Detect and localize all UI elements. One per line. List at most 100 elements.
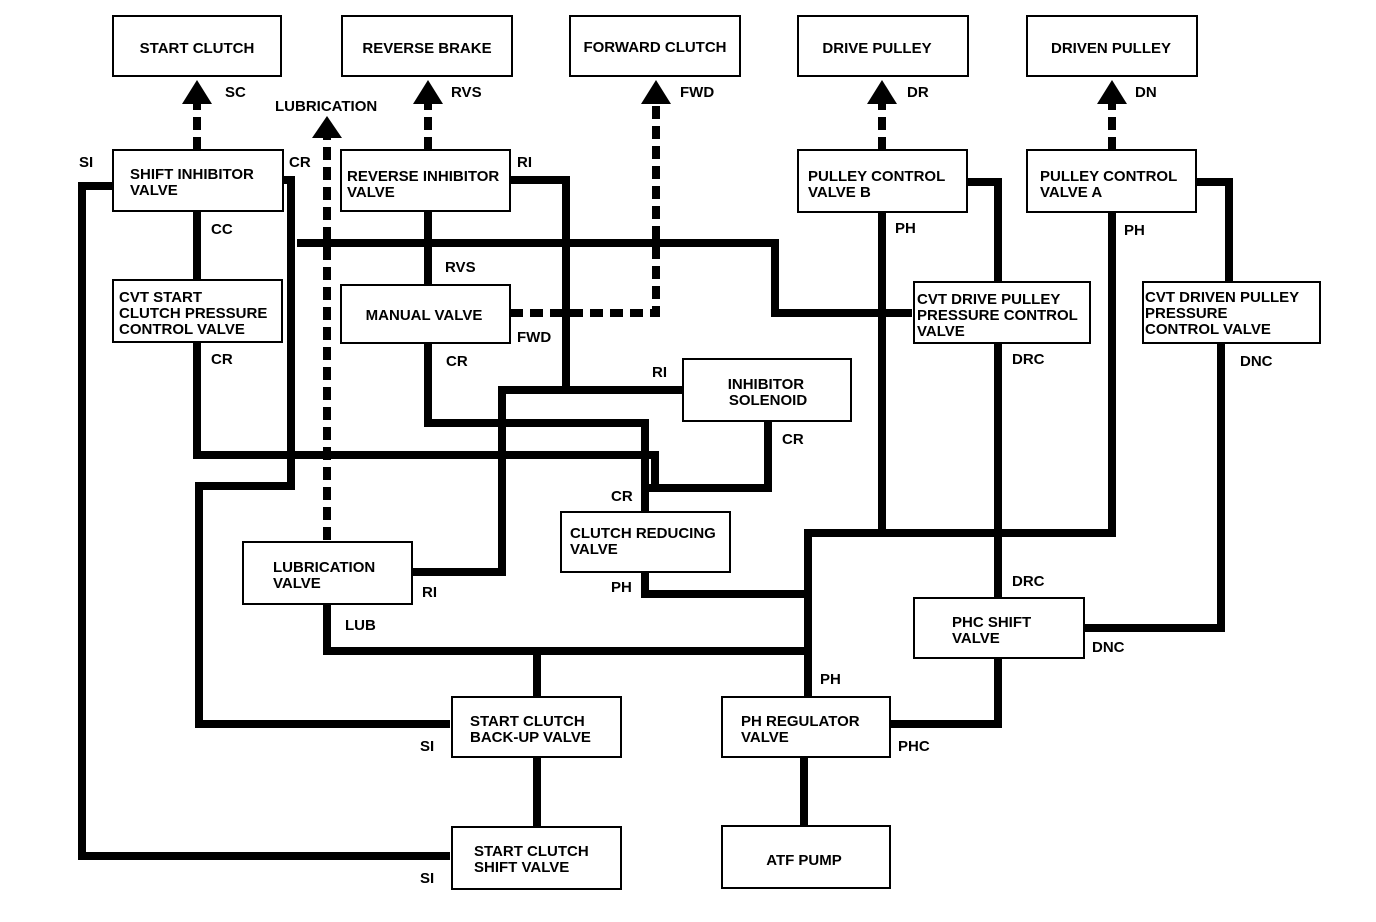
line-ri-lub xyxy=(412,386,683,576)
name-reverse-inhibitor-valve: REVERSE INHIBITOR VALVE xyxy=(347,168,503,201)
label-cr-clutch: CR xyxy=(611,488,633,505)
name-clutch-reducing-valve: CLUTCH REDUCING VALVE xyxy=(570,525,720,558)
box-cvt-start-clutch-valve xyxy=(112,279,283,343)
label-fwd-mid: FWD xyxy=(517,329,551,346)
line-cr-cvt xyxy=(193,343,659,485)
label-ph-reg: PH xyxy=(820,671,841,688)
hydraulic-lines xyxy=(78,176,1233,860)
label-drc-top: DRC xyxy=(1012,351,1045,368)
arrow-lubrication xyxy=(312,116,342,138)
arrow-rvs xyxy=(413,80,443,104)
component-boxes xyxy=(112,15,1321,890)
arrow-sc xyxy=(182,80,212,104)
name-cvt-driven-pulley-valve: CVT DRIVEN PULLEY PRESSURE CONTROL VALVE xyxy=(1145,289,1303,338)
label-ri-solenoid: RI xyxy=(652,364,667,381)
component-names: START CLUTCH REVERSE BRAKE FORWARD CLUTC… xyxy=(119,39,1303,876)
label-ph-a: PH xyxy=(1124,222,1145,239)
label-lubrication: LUBRICATION xyxy=(275,98,377,115)
name-reverse-brake: REVERSE BRAKE xyxy=(362,40,491,57)
line-ph-main xyxy=(804,212,1116,697)
line-cr-cross xyxy=(297,239,912,317)
label-dn: DN xyxy=(1135,84,1157,101)
label-si-left: SI xyxy=(79,154,93,171)
label-phc: PHC xyxy=(898,738,930,755)
name-start-clutch-shift-valve: START CLUTCH SHIFT VALVE xyxy=(474,843,593,876)
label-ri-reverse: RI xyxy=(517,154,532,171)
box-inhibitor-solenoid xyxy=(682,358,852,422)
box-atf-pump xyxy=(721,825,891,889)
name-drive-pulley: DRIVE PULLEY xyxy=(822,40,931,57)
box-reverse-inhibitor-valve xyxy=(340,149,511,212)
box-drive-pulley xyxy=(797,15,969,77)
name-shift-inhibitor-valve: SHIFT INHIBITOR VALVE xyxy=(130,166,258,199)
name-pulley-control-valve-a: PULLEY CONTROL VALVE A xyxy=(1040,168,1181,201)
dashed-lines xyxy=(193,104,1116,540)
line-cr-manual xyxy=(424,343,649,488)
label-dnc-top: DNC xyxy=(1240,353,1273,370)
line-lub xyxy=(323,604,808,655)
line-drc-top xyxy=(967,178,1002,282)
line-dnc-top xyxy=(1196,178,1233,282)
label-rvs-top: RVS xyxy=(451,84,482,101)
name-driven-pulley: DRIVEN PULLEY xyxy=(1051,40,1171,57)
box-driven-pulley xyxy=(1026,15,1198,77)
label-lub: LUB xyxy=(345,617,376,634)
arrow-dn xyxy=(1097,80,1127,104)
name-cvt-start-clutch-valve: CVT START CLUTCH PRESSURE CONTROL VALVE xyxy=(119,289,272,338)
label-cr-solenoid: CR xyxy=(782,431,804,448)
label-cr-cvt: CR xyxy=(211,351,233,368)
box-pulley-control-valve-b xyxy=(797,149,968,213)
box-cvt-driven-pulley-valve xyxy=(1142,281,1321,344)
name-lubrication-valve: LUBRICATION VALVE xyxy=(273,559,379,592)
name-start-clutch-backup-valve: START CLUTCH BACK-UP VALVE xyxy=(470,713,591,746)
line-cr-solenoid xyxy=(645,421,772,492)
line-si-backup xyxy=(195,176,450,728)
name-pulley-control-valve-b: PULLEY CONTROL VALVE B xyxy=(808,168,949,201)
label-ph-b: PH xyxy=(895,220,916,237)
arrow-heads xyxy=(182,80,1127,138)
box-shift-inhibitor-valve xyxy=(112,149,284,212)
name-manual-valve: MANUAL VALVE xyxy=(366,307,483,324)
arrow-fwd xyxy=(641,80,671,104)
box-forward-clutch xyxy=(569,15,741,77)
label-cc: CC xyxy=(211,221,233,238)
label-rvs-mid: RVS xyxy=(445,259,476,276)
label-dnc-bottom: DNC xyxy=(1092,639,1125,656)
box-start-clutch xyxy=(112,15,282,77)
label-si-backup: SI xyxy=(420,738,434,755)
label-sc: SC xyxy=(225,84,246,101)
label-cr-shift: CR xyxy=(289,154,311,171)
name-inhibitor-solenoid: INHIBITOR SOLENOID xyxy=(728,376,809,409)
box-phc-shift-valve xyxy=(913,597,1085,659)
label-drc-bottom: DRC xyxy=(1012,573,1045,590)
box-start-clutch-backup-valve xyxy=(451,696,622,758)
name-cvt-drive-pulley-valve: CVT DRIVE PULLEY PRESSURE CONTROL VALVE xyxy=(917,291,1082,340)
line-phc xyxy=(890,658,1002,728)
dash-fwd xyxy=(510,104,660,317)
box-reverse-brake xyxy=(341,15,513,77)
label-ri-lub: RI xyxy=(422,584,437,601)
label-dr: DR xyxy=(907,84,929,101)
label-si-shift: SI xyxy=(420,870,434,887)
name-forward-clutch: FORWARD CLUTCH xyxy=(583,39,726,56)
name-phc-shift-valve: PHC SHIFT VALVE xyxy=(952,614,1035,647)
label-ph-clutch: PH xyxy=(611,579,632,596)
box-ph-regulator-valve xyxy=(721,696,891,758)
label-cr-manual: CR xyxy=(446,353,468,370)
line-si-outer xyxy=(78,182,450,860)
name-ph-regulator-valve: PH REGULATOR VALVE xyxy=(741,713,864,746)
box-lubrication-valve xyxy=(242,541,413,605)
arrow-dr xyxy=(867,80,897,104)
name-start-clutch: START CLUTCH xyxy=(140,40,255,57)
label-fwd-top: FWD xyxy=(680,84,714,101)
line-ri-reverse xyxy=(510,176,570,388)
box-start-clutch-shift-valve xyxy=(451,826,622,890)
box-pulley-control-valve-a xyxy=(1026,149,1197,213)
line-dnc xyxy=(1084,343,1225,632)
name-atf-pump: ATF PUMP xyxy=(766,852,842,869)
line-ph-clutch xyxy=(641,572,808,598)
line-labels: SC LUBRICATION RVS FWD DR DN SI CR RI CC… xyxy=(79,84,1273,887)
box-manual-valve xyxy=(340,284,511,344)
box-cvt-drive-pulley-valve xyxy=(913,281,1091,344)
